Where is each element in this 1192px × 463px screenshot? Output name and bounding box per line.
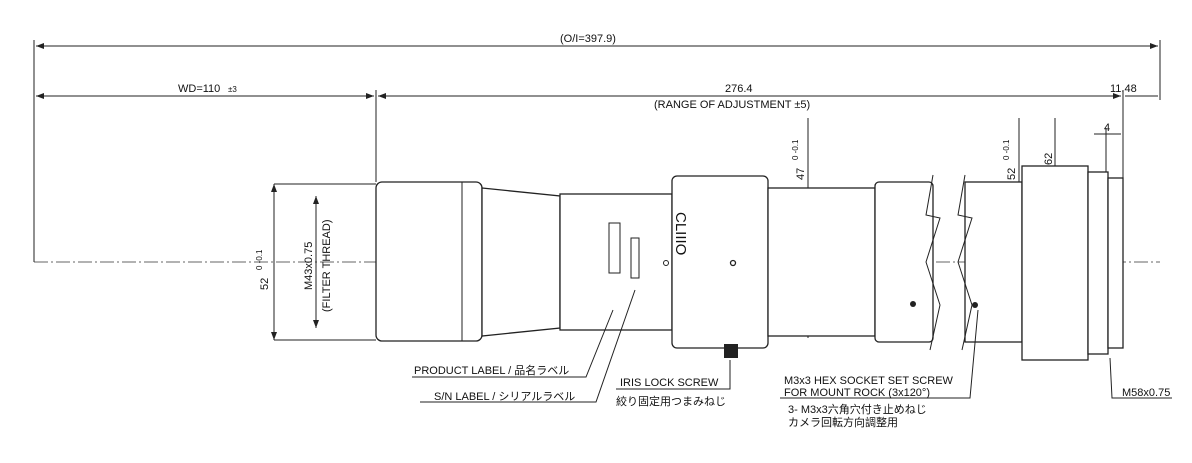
adjust-note: (RANGE OF ADJUSTMENT ±5)	[654, 99, 810, 111]
iris-lock-screw	[724, 344, 738, 358]
wd-text: WD=110	[178, 83, 220, 95]
front-tol: 0 -0.1	[255, 249, 264, 270]
product-label-callout: PRODUCT LABEL / 品名ラベル	[414, 363, 569, 377]
filter-thread-text: M43x0.75	[303, 242, 315, 290]
hex-callout-jp2: カメラ回転方向調整用	[788, 415, 898, 429]
iris-callout-jp: 絞り固定用つまみねじ	[616, 394, 726, 408]
overall-dim-text: (O/I=397.9)	[560, 33, 616, 45]
extension-lines	[33, 40, 1161, 262]
rear-dia-text: 52	[1006, 168, 1018, 180]
filter-note-text: (FILTER THREAD)	[321, 220, 333, 313]
mid-tol: 0 -0.1	[791, 139, 800, 160]
wd-tol: ±3	[228, 85, 237, 94]
rear-text: 11.48	[1110, 83, 1137, 95]
mid-dia-text: 47	[795, 168, 807, 180]
sn-label	[630, 237, 640, 279]
rear-tol: 0 -0.1	[1002, 139, 1011, 160]
product-label	[608, 222, 621, 274]
flange-dia-text: 62	[1043, 153, 1055, 165]
mount-callout: M58x0.75	[1122, 387, 1170, 399]
leader-lines	[412, 289, 1172, 403]
hex-callout-en2: FOR MOUNT ROCK (3x120°)	[784, 387, 930, 399]
front-dia-text: 52	[259, 278, 271, 290]
adjust-text: 276.4	[725, 83, 753, 95]
iris-callout-en: IRIS LOCK SCREW	[620, 377, 719, 389]
mount-width-text: 4	[1104, 122, 1110, 134]
lens-body	[375, 165, 1124, 361]
hex-callout-en1: M3x3 HEX SOCKET SET SCREW	[784, 375, 954, 387]
sn-label-callout: S/N LABEL / シリアルラベル	[434, 391, 575, 403]
logo: CLIIIO	[672, 212, 689, 255]
hex-callout-jp1: 3- M3x3六角穴付き止めねじ	[788, 402, 927, 416]
